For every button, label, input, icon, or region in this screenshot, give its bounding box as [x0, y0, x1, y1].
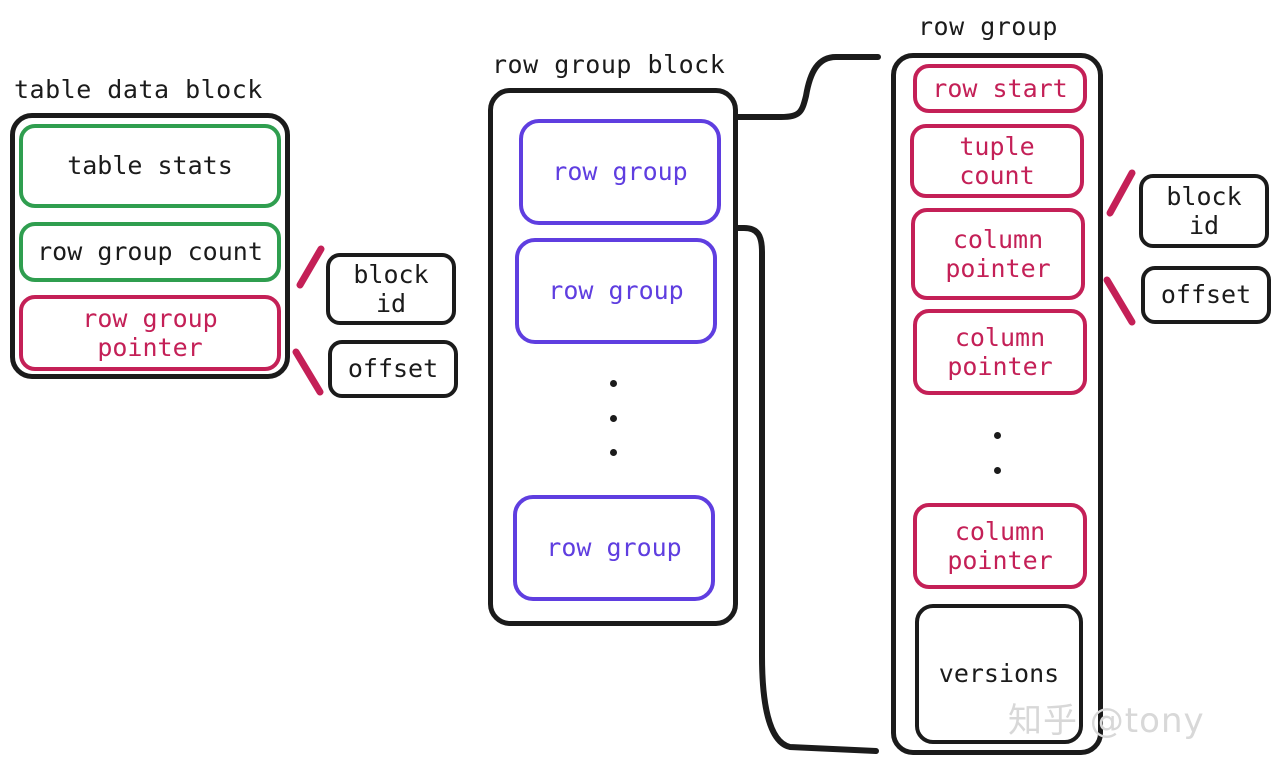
field-column-pointer-2[interactable]: column pointer [913, 309, 1087, 395]
ellipsis-dot-middle-1 [610, 380, 617, 387]
field-table-stats[interactable]: table stats [19, 124, 281, 208]
ellipsis-dot-middle-2 [610, 415, 617, 422]
row-group-block-title: row group block [492, 50, 726, 79]
row-group-title: row group [918, 12, 1058, 41]
table-data-block-title: table data block [14, 75, 263, 104]
field-row-group-2[interactable]: row group [515, 238, 717, 344]
field-row-group-pointer[interactable]: row group pointer [19, 295, 281, 371]
ellipsis-dot-right-1 [994, 432, 1001, 439]
pointer-line-left-offset [292, 348, 324, 396]
connector-rowgroup-bottom [718, 225, 879, 754]
callout-right-offset[interactable]: offset [1141, 266, 1271, 324]
ellipsis-dot-right-2 [994, 467, 1001, 474]
ellipsis-dot-middle-3 [610, 449, 617, 456]
callout-left-block-id[interactable]: block id [326, 253, 456, 325]
field-row-group-count[interactable]: row group count [19, 222, 281, 282]
callout-left-offset[interactable]: offset [328, 340, 458, 398]
connector-rowgroup-top [721, 54, 881, 120]
field-versions[interactable]: versions [915, 604, 1083, 744]
field-row-group-3[interactable]: row group [513, 495, 715, 601]
pointer-line-right-blockid [1106, 169, 1136, 217]
field-column-pointer-1[interactable]: column pointer [911, 208, 1085, 300]
field-row-start[interactable]: row start [913, 64, 1087, 113]
watermark: 知乎 @tony [1008, 701, 1205, 741]
field-tuple-count[interactable]: tuple count [910, 124, 1084, 198]
pointer-line-right-offset [1103, 276, 1136, 326]
callout-right-block-id[interactable]: block id [1139, 174, 1269, 248]
pointer-line-left-blockid [296, 245, 325, 289]
field-column-pointer-3[interactable]: column pointer [913, 503, 1087, 589]
field-row-group-1[interactable]: row group [519, 119, 721, 225]
